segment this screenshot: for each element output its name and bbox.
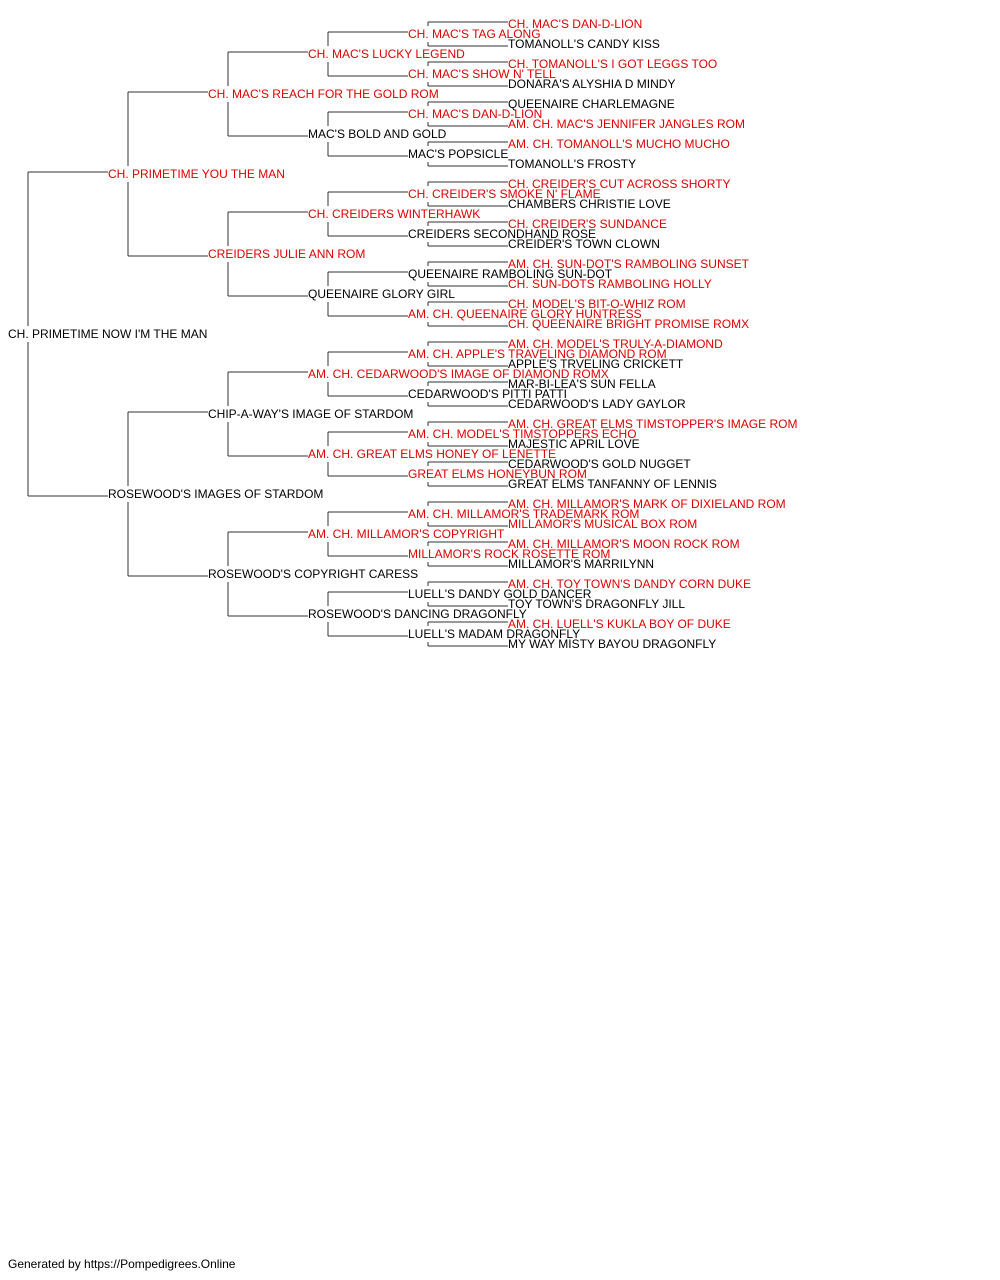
pedigree-name-gen5-38: APPLE'S TRVELING CRICKETT — [508, 357, 684, 371]
pedigree-name-gen3-4: CH. MAC'S LUCKY LEGEND — [308, 47, 465, 61]
pedigree-name-gen5-40: MAR-BI-LEA'S SUN FELLA — [508, 377, 656, 391]
pedigree-name-gen5-56: MILLAMOR'S MARRILYNN — [508, 557, 654, 571]
pedigree-name-gen5-22: CHAMBERS CHRISTIE LOVE — [508, 197, 671, 211]
pedigree-name-gen5-48: GREAT ELMS TANFANNY OF LENNIS — [508, 477, 717, 491]
pedigree-name-gen5-32: CH. QUEENAIRE BRIGHT PROMISE ROMX — [508, 317, 749, 331]
pedigree-name-gen5-41: CEDARWOOD'S LADY GAYLOR — [508, 397, 686, 411]
pedigree-name-gen4-12: CH. MAC'S DAN-D-LION — [408, 107, 542, 121]
pedigree-name-gen5-13: QUEENAIRE CHARLEMAGNE — [508, 97, 675, 111]
pedigree-name-gen4-61: LUELL'S MADAM DRAGONFLY — [408, 627, 580, 641]
pedigree-name-gen3-11: MAC'S BOLD AND GOLD — [308, 127, 447, 141]
pedigree-name-gen5-37: AM. CH. MODEL'S TRULY-A-DIAMOND — [508, 337, 723, 351]
pedigree-name-gen5-29: CH. SUN-DOTS RAMBOLING HOLLY — [508, 277, 712, 291]
pedigree-name-gen5-53: MILLAMOR'S MUSICAL BOX ROM — [508, 517, 697, 531]
pedigree-name-gen4-20: CH. CREIDER'S SMOKE N' FLAME — [408, 187, 601, 201]
pedigree-name-gen4-51: AM. CH. MILLAMOR'S TRADEMARK ROM — [408, 507, 639, 521]
pedigree-name-gen5-9: CH. TOMANOLL'S I GOT LEGGS TOO — [508, 57, 717, 71]
pedigree-name-gen3-26: QUEENAIRE GLORY GIRL — [308, 287, 455, 301]
pedigree-name-gen0-1: CH. PRIMETIME NOW I'M THE MAN — [8, 327, 207, 341]
pedigree-name-gen5-52: AM. CH. MILLAMOR'S MARK OF DIXIELAND ROM — [508, 497, 786, 511]
pedigree-name-gen5-62: AM. CH. LUELL'S KUKLA BOY OF DUKE — [508, 617, 731, 631]
pedigree-name-gen5-44: AM. CH. GREAT ELMS TIMSTOPPER'S IMAGE RO… — [508, 417, 797, 431]
pedigree-name-gen2-34: CHIP-A-WAY'S IMAGE OF STARDOM — [208, 407, 413, 421]
pedigree-name-gen5-55: AM. CH. MILLAMOR'S MOON ROCK ROM — [508, 537, 740, 551]
pedigree-name-gen4-43: AM. CH. MODEL'S TIMSTOPPERS ECHO — [408, 427, 637, 441]
pedigree-name-gen5-10: DONARA'S ALYSHIA D MINDY — [508, 77, 675, 91]
pedigree-name-gen4-58: LUELL'S DANDY GOLD DANCER — [408, 587, 592, 601]
pedigree-name-gen5-16: AM. CH. TOMANOLL'S MUCHO MUCHO — [508, 137, 730, 151]
pedigree-name-gen5-17: TOMANOLL'S FROSTY — [508, 157, 636, 171]
pedigree-name-gen5-59: AM. CH. TOY TOWN'S DANDY CORN DUKE — [508, 577, 751, 591]
pedigree-name-gen5-21: CH. CREIDER'S CUT ACROSS SHORTY — [508, 177, 731, 191]
pedigree-name-gen4-39: CEDARWOOD'S PITTI PATTI — [408, 387, 567, 401]
pedigree-name-gen5-47: CEDARWOOD'S GOLD NUGGET — [508, 457, 691, 471]
pedigree-name-gen3-57: ROSEWOOD'S DANCING DRAGONFLY — [308, 607, 527, 621]
pedigree-name-gen4-36: AM. CH. APPLE'S TRAVELING DIAMOND ROM — [408, 347, 667, 361]
pedigree-name-gen4-23: CREIDERS SECONDHAND ROSE — [408, 227, 596, 241]
pedigree-name-gen2-49: ROSEWOOD'S COPYRIGHT CARESS — [208, 567, 418, 581]
pedigree-name-gen4-15: MAC'S POPSICLE — [408, 147, 508, 161]
pedigree-name-gen1-2: CH. PRIMETIME YOU THE MAN — [108, 167, 285, 181]
pedigree-name-gen4-5: CH. MAC'S TAG ALONG — [408, 27, 541, 41]
pedigree-name-gen5-28: AM. CH. SUN-DOT'S RAMBOLING SUNSET — [508, 257, 750, 271]
pedigree-name-gen5-31: CH. MODEL'S BIT-O-WHIZ ROM — [508, 297, 686, 311]
pedigree-name-gen5-25: CREIDER'S TOWN CLOWN — [508, 237, 660, 251]
pedigree-name-gen5-45: MAJESTIC APRIL LOVE — [508, 437, 640, 451]
pedigree-name-gen5-6: CH. MAC'S DAN-D-LION — [508, 17, 642, 31]
pedigree-name-gen5-60: TOY TOWN'S DRAGONFLY JILL — [508, 597, 685, 611]
pedigree-name-gen3-19: CH. CREIDERS WINTERHAWK — [308, 207, 480, 221]
pedigree-name-gen4-46: GREAT ELMS HONEYBUN ROM — [408, 467, 587, 481]
pedigree-name-gen4-27: QUEENAIRE RAMBOLING SUN-DOT — [408, 267, 613, 281]
footer-credit: Generated by https://Pompedigrees.Online — [8, 1257, 236, 1271]
pedigree-name-gen1-33: ROSEWOOD'S IMAGES OF STARDOM — [108, 487, 323, 501]
pedigree-name-gen3-35: AM. CH. CEDARWOOD'S IMAGE OF DIAMOND ROM… — [308, 367, 609, 381]
pedigree-name-gen5-14: AM. CH. MAC'S JENNIFER JANGLES ROM — [508, 117, 745, 131]
pedigree-name-gen4-54: MILLAMOR'S ROCK ROSETTE ROM — [408, 547, 610, 561]
pedigree-name-gen5-7: TOMANOLL'S CANDY KISS — [508, 37, 660, 51]
pedigree-name-gen2-18: CREIDERS JULIE ANN ROM — [208, 247, 365, 261]
pedigree-name-gen5-63: MY WAY MISTY BAYOU DRAGONFLY — [508, 637, 716, 651]
pedigree-name-gen4-30: AM. CH. QUEENAIRE GLORY HUNTRESS — [408, 307, 642, 321]
pedigree-name-gen4-8: CH. MAC'S SHOW N' TELL — [408, 67, 556, 81]
pedigree-name-gen2-3: CH. MAC'S REACH FOR THE GOLD ROM — [208, 87, 439, 101]
pedigree-name-gen3-42: AM. CH. GREAT ELMS HONEY OF LENETTE — [308, 447, 556, 461]
pedigree-name-gen5-24: CH. CREIDER'S SUNDANCE — [508, 217, 667, 231]
pedigree-name-gen3-50: AM. CH. MILLAMOR'S COPYRIGHT — [308, 527, 505, 541]
